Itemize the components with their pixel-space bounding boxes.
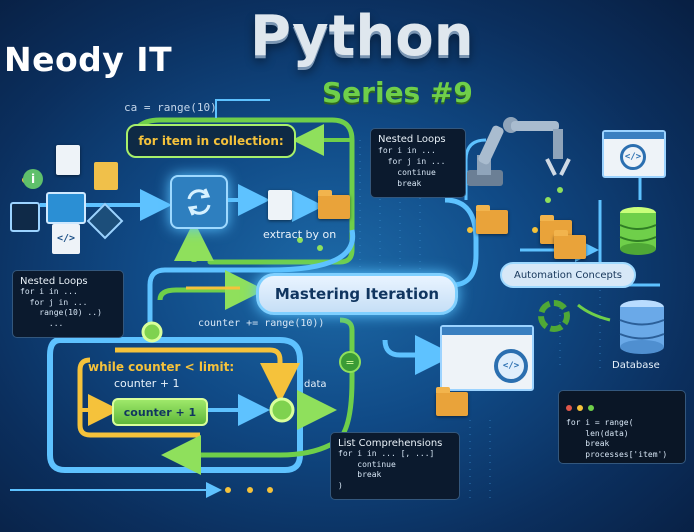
image-icon bbox=[94, 162, 118, 190]
database-icon bbox=[619, 300, 665, 354]
code-line: processes['item') bbox=[566, 449, 668, 459]
for-loop-text: for item in collection: bbox=[138, 134, 284, 148]
folder-icon bbox=[554, 230, 586, 259]
page-title: Python bbox=[250, 4, 474, 69]
right-code-panel: for i = range( len(data) break processes… bbox=[558, 390, 686, 464]
document-icon bbox=[268, 190, 292, 220]
counter-snippet: counter += range(10)) bbox=[198, 318, 325, 329]
magnifier-code-icon: </> bbox=[602, 130, 666, 178]
range-snippet: ca = range(10) bbox=[124, 101, 217, 114]
code-file-icon: </> bbox=[52, 224, 80, 254]
series-subtitle: Series #9 bbox=[322, 76, 473, 109]
mastering-iteration-label: Mastering Iteration bbox=[256, 273, 458, 315]
list-comp-title: List Comprehensions bbox=[338, 438, 443, 449]
code-line: continue bbox=[338, 459, 396, 469]
gear-icon bbox=[538, 300, 570, 332]
code-line: break bbox=[338, 470, 382, 479]
folder-icon bbox=[436, 387, 468, 416]
for-loop-label: for item in collection: bbox=[126, 124, 296, 158]
extract-label: extract by on bbox=[263, 228, 337, 241]
code-line: for i in ... [, ...] bbox=[338, 449, 435, 458]
code-line: ) bbox=[338, 480, 343, 490]
refresh-icon bbox=[170, 175, 228, 229]
nested-loops-top-panel: Nested Loops for i in ... for j in ... c… bbox=[370, 128, 466, 198]
document-icon bbox=[10, 202, 40, 232]
code-line: for j in ... bbox=[378, 157, 446, 166]
data-label: data bbox=[304, 379, 327, 390]
code-line: break bbox=[378, 179, 422, 188]
info-icon: i bbox=[23, 169, 43, 189]
database-label: Database bbox=[612, 360, 660, 371]
while-counter-line: counter + 1 bbox=[114, 377, 180, 390]
nested-loops-left-title: Nested Loops bbox=[20, 276, 88, 287]
folder-icon bbox=[318, 190, 350, 219]
while-loop-text: while counter < limit: bbox=[88, 360, 235, 374]
brand-name: Neody IT bbox=[4, 40, 173, 79]
code-window-icon: </> bbox=[440, 325, 534, 391]
document-icon bbox=[56, 145, 80, 175]
code-line: for i in ... bbox=[378, 146, 436, 155]
code-line: continue bbox=[378, 168, 436, 177]
automation-concepts-label: Automation Concepts bbox=[500, 262, 636, 288]
nested-loops-top-title: Nested Loops bbox=[378, 134, 446, 145]
list-comprehensions-panel: List Comprehensions for i in ... [, ...]… bbox=[330, 432, 460, 500]
robot-arm-icon bbox=[467, 117, 571, 186]
code-line: for j in ... bbox=[20, 297, 88, 307]
automation-text: Automation Concepts bbox=[514, 269, 622, 281]
code-line: len(data) bbox=[566, 428, 629, 438]
svg-text:=: = bbox=[345, 356, 354, 369]
folder-icon bbox=[476, 205, 508, 234]
counter-increment-text: counter + 1 bbox=[123, 405, 197, 419]
code-line: for i in ... bbox=[20, 287, 78, 296]
code-line: range(10) ..) bbox=[20, 308, 102, 317]
nested-loops-left-panel: Nested Loops for i in ... for j in ... r… bbox=[12, 270, 124, 338]
image-icon bbox=[46, 192, 86, 224]
counter-increment-box: counter + 1 bbox=[112, 398, 208, 426]
code-line: for i = range( bbox=[566, 418, 634, 427]
center-text: Mastering Iteration bbox=[274, 285, 440, 303]
code-line: ... bbox=[20, 318, 64, 328]
code-line: break bbox=[566, 439, 610, 448]
database-icon bbox=[619, 207, 657, 255]
